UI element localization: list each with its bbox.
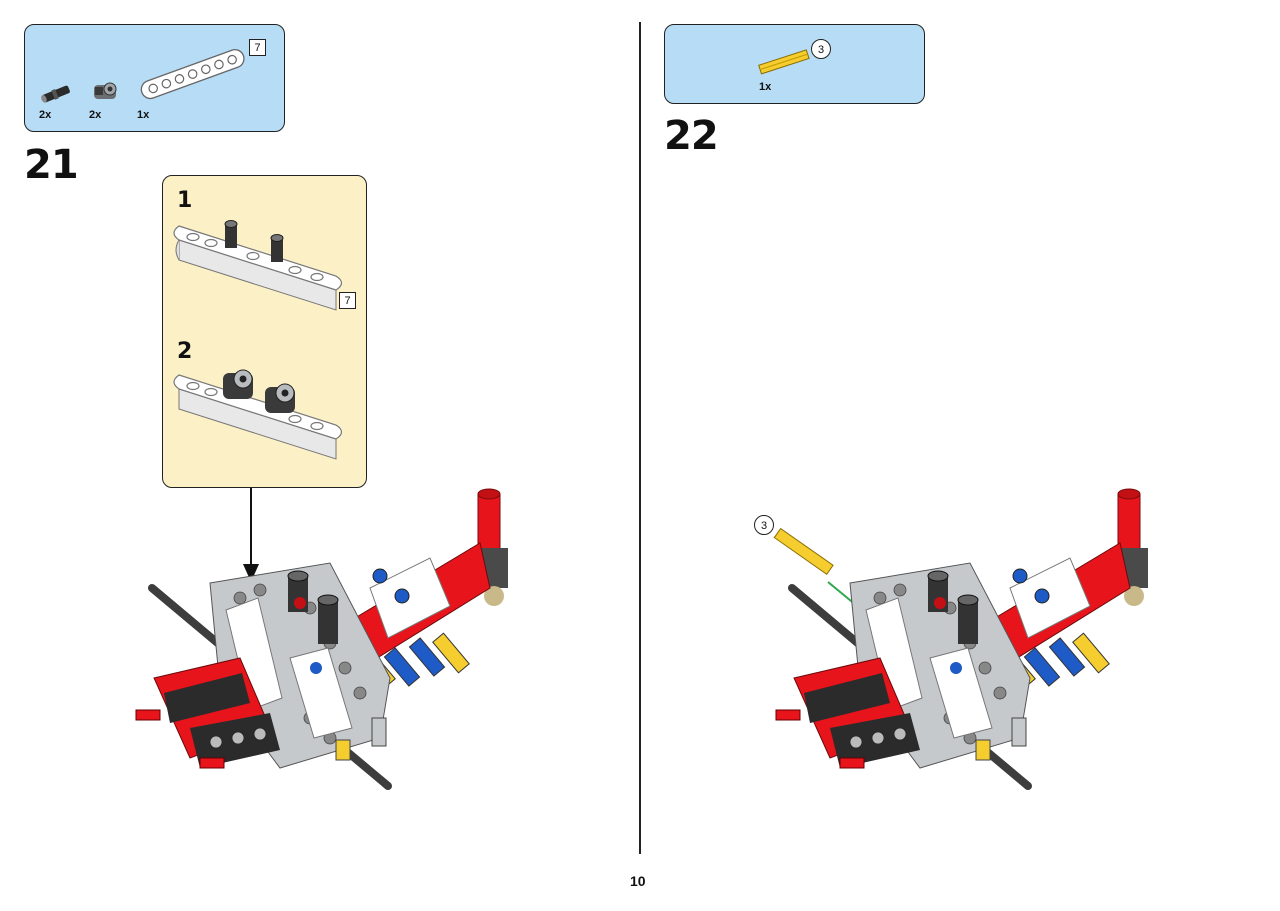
beam-length-label: 7 xyxy=(339,292,356,309)
part-qty: 1x xyxy=(137,109,150,121)
yellow-axle-icon xyxy=(758,49,810,75)
model-illustration-step-22 xyxy=(773,488,1148,790)
connector-icon xyxy=(94,82,117,99)
subassembly-box: 1 7 2 xyxy=(162,175,367,488)
page-divider xyxy=(639,22,641,854)
white-beam-icon xyxy=(140,49,245,100)
part-qty: 2x xyxy=(39,109,52,121)
part-qty: 2x xyxy=(89,109,102,121)
beam-length-label: 7 xyxy=(249,39,266,56)
down-arrow-icon xyxy=(243,488,259,582)
beam-with-connectors-illustration xyxy=(173,369,343,460)
model-illustration-step-21 xyxy=(135,488,508,790)
step-number: 22 xyxy=(664,113,719,159)
parts-list-box-step-21: 7 2x 2x 1x xyxy=(24,24,285,132)
black-pin-icon xyxy=(41,85,70,103)
parts-list-box-step-22: 3 1x xyxy=(664,24,925,104)
beam-with-pins-illustration xyxy=(173,220,343,311)
step-number: 21 xyxy=(24,142,79,188)
part-qty: 1x xyxy=(759,81,772,93)
axle-length-callout: 3 xyxy=(754,515,774,535)
substep-number: 1 xyxy=(177,188,193,213)
substep-number: 2 xyxy=(177,339,193,364)
axle-length-label: 3 xyxy=(811,39,831,59)
page-number: 10 xyxy=(630,873,646,889)
